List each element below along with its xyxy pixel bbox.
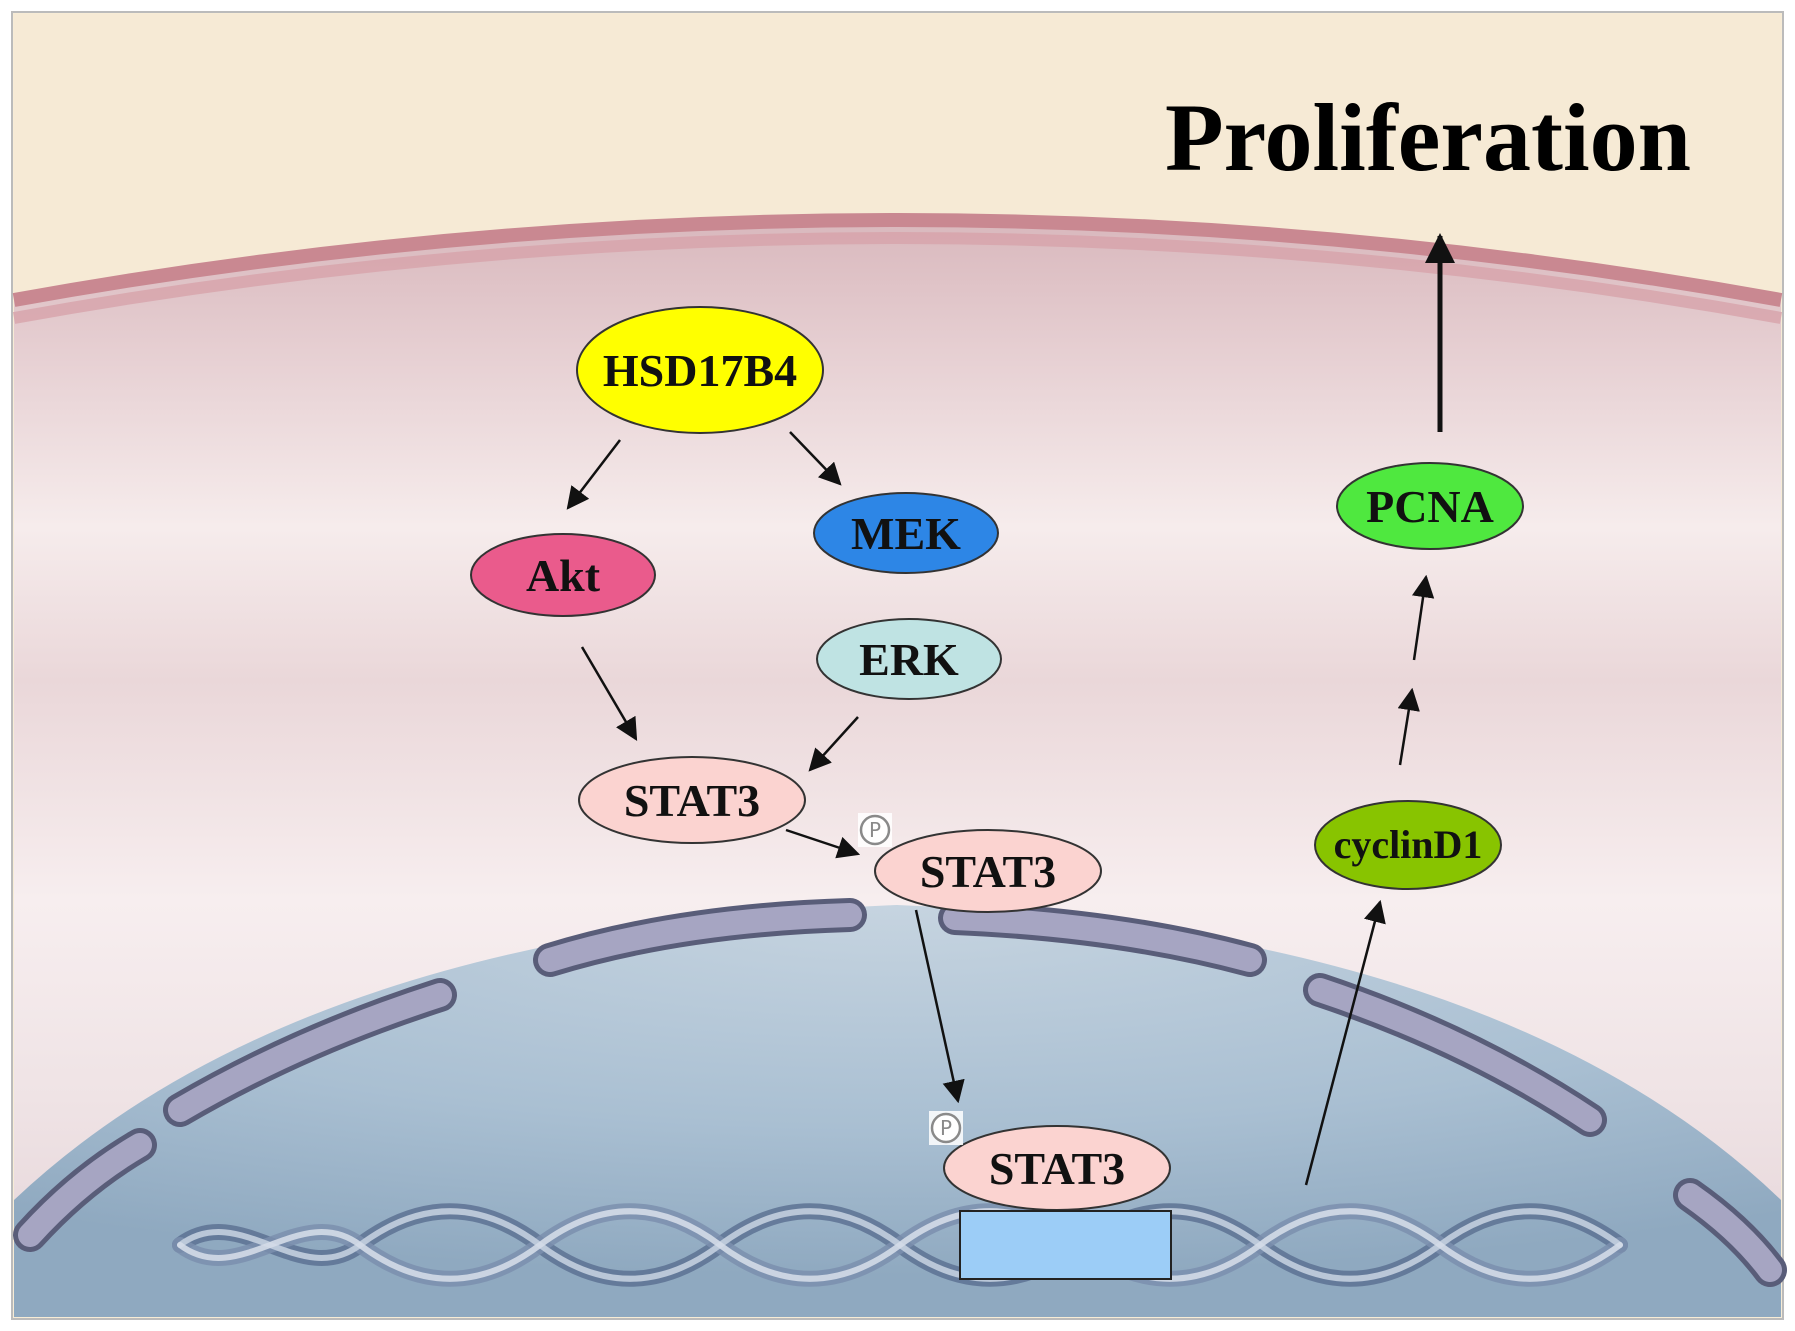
dna-helix: [172, 1203, 1628, 1287]
node-hsd17b4: HSD17B4: [576, 306, 824, 434]
node-pcna: PCNA: [1336, 462, 1524, 550]
node-erk-label: ERK: [859, 634, 959, 685]
arrow-cyclind1-to-pcna-lower: [1397, 687, 1420, 766]
node-stat3-label: STAT3: [624, 775, 760, 826]
node-erk: ERK: [816, 618, 1002, 700]
phospho-marker-cytoplasm: P: [858, 813, 892, 847]
arrow-cyclind1-to-pcna-upper: [1411, 574, 1435, 661]
node-phospho-stat3-nucleus-label: STAT3: [989, 1143, 1125, 1194]
pathway-arrows: [566, 233, 1455, 1186]
cell-membrane: [12, 213, 1783, 307]
arrow-stat3-to-phospho-stat3: [785, 828, 861, 859]
phospho-marker-nucleus-label: P: [940, 1116, 952, 1140]
arrow-akt-to-stat3: [580, 646, 638, 741]
node-hsd17b4-label: HSD17B4: [603, 345, 797, 396]
phospho-marker-cytoplasm-label: P: [869, 818, 881, 842]
proliferation-label: Proliferation: [1165, 84, 1691, 191]
phospho-marker-nucleus: P: [929, 1111, 963, 1145]
node-phospho-stat3-cytoplasm-label: STAT3: [920, 846, 1056, 897]
node-pcna-label: PCNA: [1366, 481, 1494, 532]
arrow-hsd17b4-to-mek: [789, 431, 842, 486]
arrow-phospho-stat3-to-nucleus: [914, 909, 965, 1104]
nuclear-envelope: [13, 898, 1787, 1287]
node-mek: MEK: [813, 492, 999, 574]
arrow-dna-to-cyclind1: [1304, 899, 1386, 1186]
node-phospho-stat3-nucleus: STAT3: [943, 1125, 1171, 1211]
node-akt-label: Akt: [526, 550, 601, 601]
node-mek-label: MEK: [851, 508, 961, 559]
dna-binding-box: [959, 1210, 1172, 1280]
arrow-erk-to-stat3: [808, 716, 859, 772]
node-phospho-stat3-cytoplasm: STAT3: [874, 829, 1102, 913]
node-akt: Akt: [470, 533, 656, 617]
node-cyclind1: cyclinD1: [1314, 800, 1502, 890]
node-cyclind1-label: cyclinD1: [1334, 822, 1483, 867]
node-stat3: STAT3: [578, 756, 806, 844]
arrow-hsd17b4-to-akt: [566, 439, 621, 510]
cell-membrane-inner: [12, 232, 1783, 324]
